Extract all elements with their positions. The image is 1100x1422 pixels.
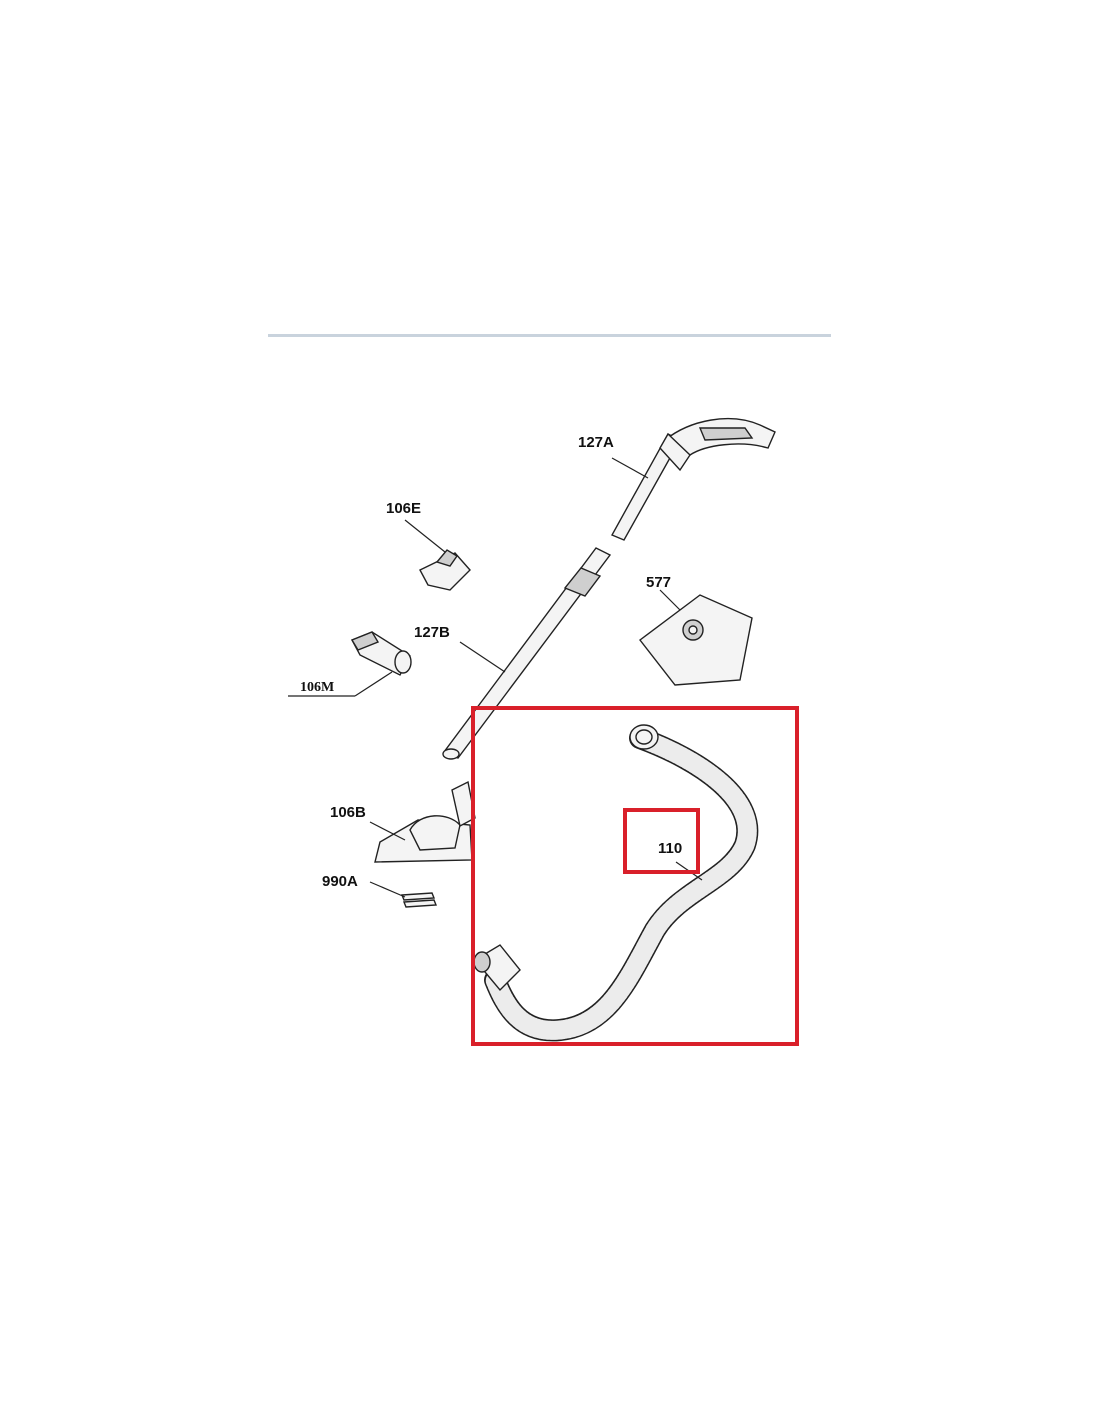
label-106b: 106B bbox=[330, 804, 366, 821]
leader-990a bbox=[369, 881, 406, 898]
part-106e-nozzle bbox=[419, 549, 471, 591]
label-110: 110 bbox=[658, 840, 682, 857]
divider-line bbox=[268, 334, 831, 337]
part-106m-crevice-tool bbox=[350, 631, 412, 676]
label-106m: 106M bbox=[300, 680, 334, 695]
label-127b: 127B bbox=[414, 624, 450, 641]
highlight-box-label-110 bbox=[623, 808, 700, 874]
label-577: 577 bbox=[646, 574, 671, 591]
label-990a: 990A bbox=[322, 873, 358, 890]
part-577-dust-bag bbox=[639, 594, 753, 686]
part-990a-clips bbox=[400, 892, 438, 908]
part-127a-handle-tube bbox=[611, 418, 776, 541]
leader-106m bbox=[354, 671, 393, 697]
leader-106e bbox=[404, 519, 446, 553]
part-110-hose bbox=[473, 724, 759, 1042]
leader-106b bbox=[369, 821, 406, 841]
leader-127b bbox=[459, 641, 506, 673]
leader-577 bbox=[659, 589, 681, 611]
highlight-box-hose bbox=[471, 706, 799, 1046]
label-106e: 106E bbox=[386, 500, 421, 517]
label-127a: 127A bbox=[578, 434, 614, 451]
part-106b-floor-head bbox=[374, 780, 476, 863]
part-127b-lower-tube bbox=[442, 547, 612, 760]
leader-127a bbox=[611, 457, 649, 479]
